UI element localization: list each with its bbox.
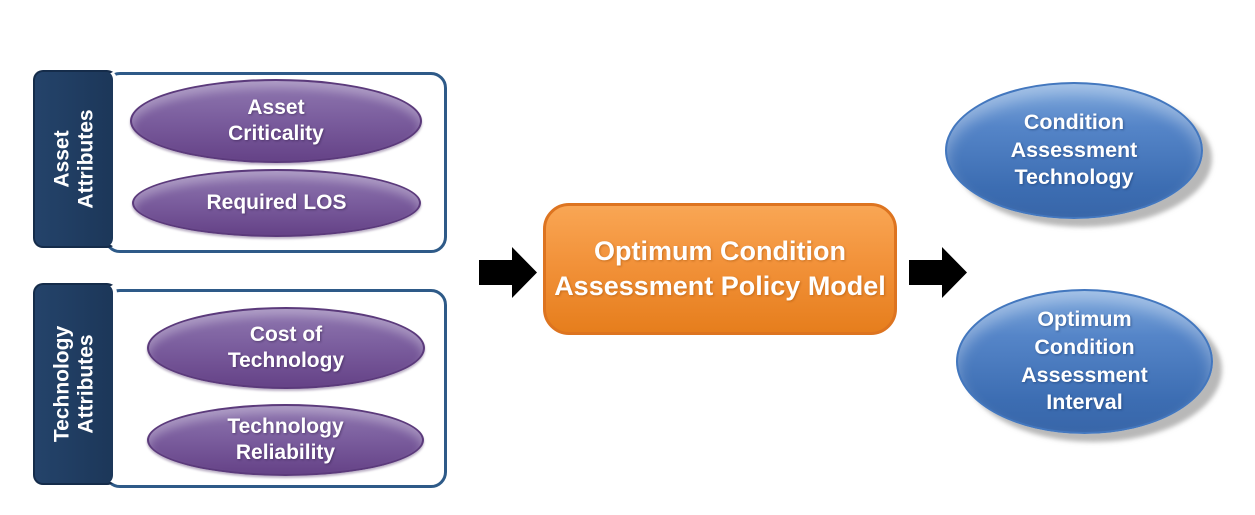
technology-attributes-tab-label: Technology Attributes (50, 325, 97, 443)
optimum-condition-assessment-interval-ellipse: Optimum Condition Assessment Interval (956, 289, 1213, 434)
cost-of-technology-ellipse: Cost of Technology (147, 307, 425, 389)
condition-assessment-technology-label: Condition Assessment Technology (1010, 109, 1138, 190)
asset-criticality-label: Asset Criticality (228, 95, 324, 145)
optimum-condition-assessment-interval-label: Optimum Condition Assessment Interval (1021, 306, 1148, 415)
required-los-ellipse: Required LOS (132, 169, 421, 237)
technology-attributes-tab: Technology Attributes (33, 283, 117, 485)
asset-attributes-tab: Asset Attributes (33, 70, 117, 248)
policy-model-label: Optimum Condition Assessment Policy Mode… (554, 235, 886, 301)
condition-assessment-technology-ellipse: Condition Assessment Technology (945, 82, 1203, 219)
asset-criticality-ellipse: Asset Criticality (130, 79, 422, 163)
required-los-label: Required LOS (206, 190, 347, 214)
right-block-arrow-icon-2 (909, 247, 967, 298)
policy-model-process-box: Optimum Condition Assessment Policy Mode… (543, 203, 897, 335)
right-block-arrow-icon-1 (479, 247, 537, 298)
cost-of-technology-label: Cost of Technology (227, 322, 345, 372)
asset-attributes-tab-label: Asset Attributes (50, 109, 97, 209)
technology-reliability-label: Technology Reliability (227, 414, 344, 464)
technology-reliability-ellipse: Technology Reliability (147, 404, 424, 476)
